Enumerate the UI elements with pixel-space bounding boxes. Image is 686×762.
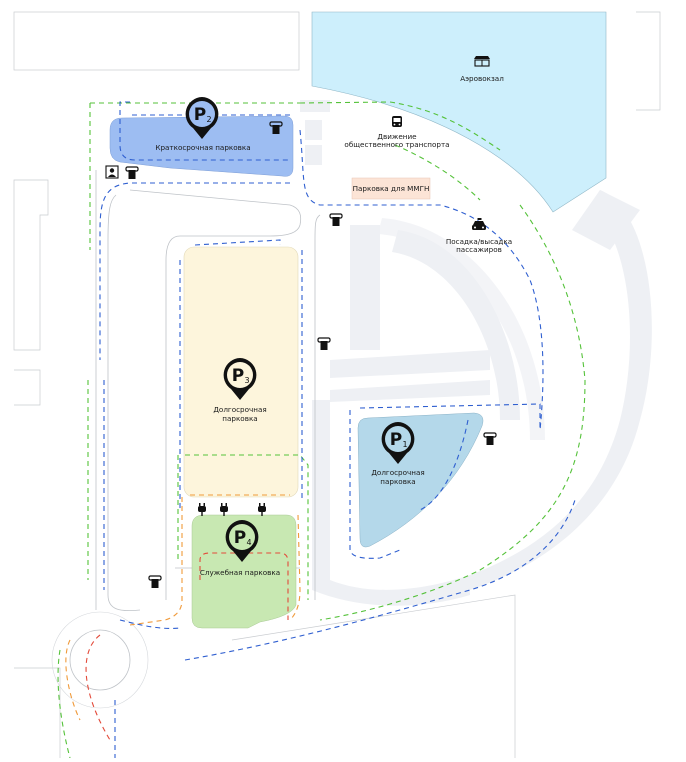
svg-text:4: 4 bbox=[246, 538, 251, 547]
svg-text:1: 1 bbox=[402, 440, 407, 449]
parking-p2-area[interactable] bbox=[109, 115, 294, 177]
ev-charger-icons bbox=[198, 503, 266, 516]
parking-p1-area[interactable] bbox=[357, 412, 484, 548]
taxi-icon bbox=[472, 218, 486, 230]
terminal-building-icon bbox=[474, 56, 490, 67]
p1-label-line1: Долгосрочная bbox=[371, 468, 424, 477]
svg-text:3: 3 bbox=[244, 376, 249, 385]
bus-icon bbox=[392, 116, 402, 127]
transit-label-line1: Движение bbox=[377, 132, 417, 141]
p1-label-line2: парковка bbox=[380, 477, 415, 486]
pickup-label-line1: Посадка/высадка bbox=[446, 237, 512, 246]
svg-text:P: P bbox=[232, 366, 244, 386]
payment-kiosk-icon bbox=[483, 432, 497, 445]
payment-kiosk-icon bbox=[125, 166, 139, 179]
ev-charger-icon bbox=[198, 503, 206, 516]
svg-text:2: 2 bbox=[206, 115, 211, 124]
ev-charger-icon bbox=[220, 503, 228, 516]
parking-p4-area[interactable] bbox=[191, 514, 297, 629]
payment-kiosk-icon bbox=[317, 337, 331, 350]
payment-kiosk-icon bbox=[148, 575, 162, 588]
pickup-label-line2: пассажиров bbox=[456, 245, 502, 254]
mmgn-parking[interactable]: Парковка для ММГН bbox=[351, 177, 431, 200]
payment-kiosk-icons bbox=[125, 121, 497, 588]
parking-pin-p1[interactable]: P 1 bbox=[381, 422, 415, 464]
parking-pin-p3[interactable]: P 3 bbox=[223, 358, 257, 400]
ev-charger-icon bbox=[258, 503, 266, 516]
background-blocks bbox=[13, 11, 661, 758]
svg-text:P: P bbox=[234, 528, 246, 548]
p3-label-line1: Долгосрочная bbox=[213, 405, 266, 414]
svg-text:P: P bbox=[194, 105, 206, 125]
p2-label: Краткосрочная парковка bbox=[155, 143, 250, 152]
cashier-icon bbox=[105, 165, 119, 179]
road-layout bbox=[300, 100, 652, 606]
p4-label: Служебная парковка bbox=[200, 568, 280, 577]
parking-pin-p4[interactable]: P 4 bbox=[225, 520, 259, 562]
p3-label-line2: парковка bbox=[222, 414, 257, 423]
terminal-label: Аэровокзал bbox=[460, 74, 504, 83]
payment-kiosk-icon bbox=[269, 121, 283, 134]
mmgn-label: Парковка для ММГН bbox=[353, 184, 430, 193]
payment-kiosk-icon bbox=[329, 213, 343, 226]
svg-text:P: P bbox=[390, 430, 402, 450]
traffic-routes bbox=[57, 101, 586, 759]
transit-label-line2: общественного транспорта bbox=[344, 140, 449, 149]
terminal-area[interactable] bbox=[311, 11, 607, 213]
parking-pin-p2[interactable]: P 2 bbox=[185, 97, 219, 139]
